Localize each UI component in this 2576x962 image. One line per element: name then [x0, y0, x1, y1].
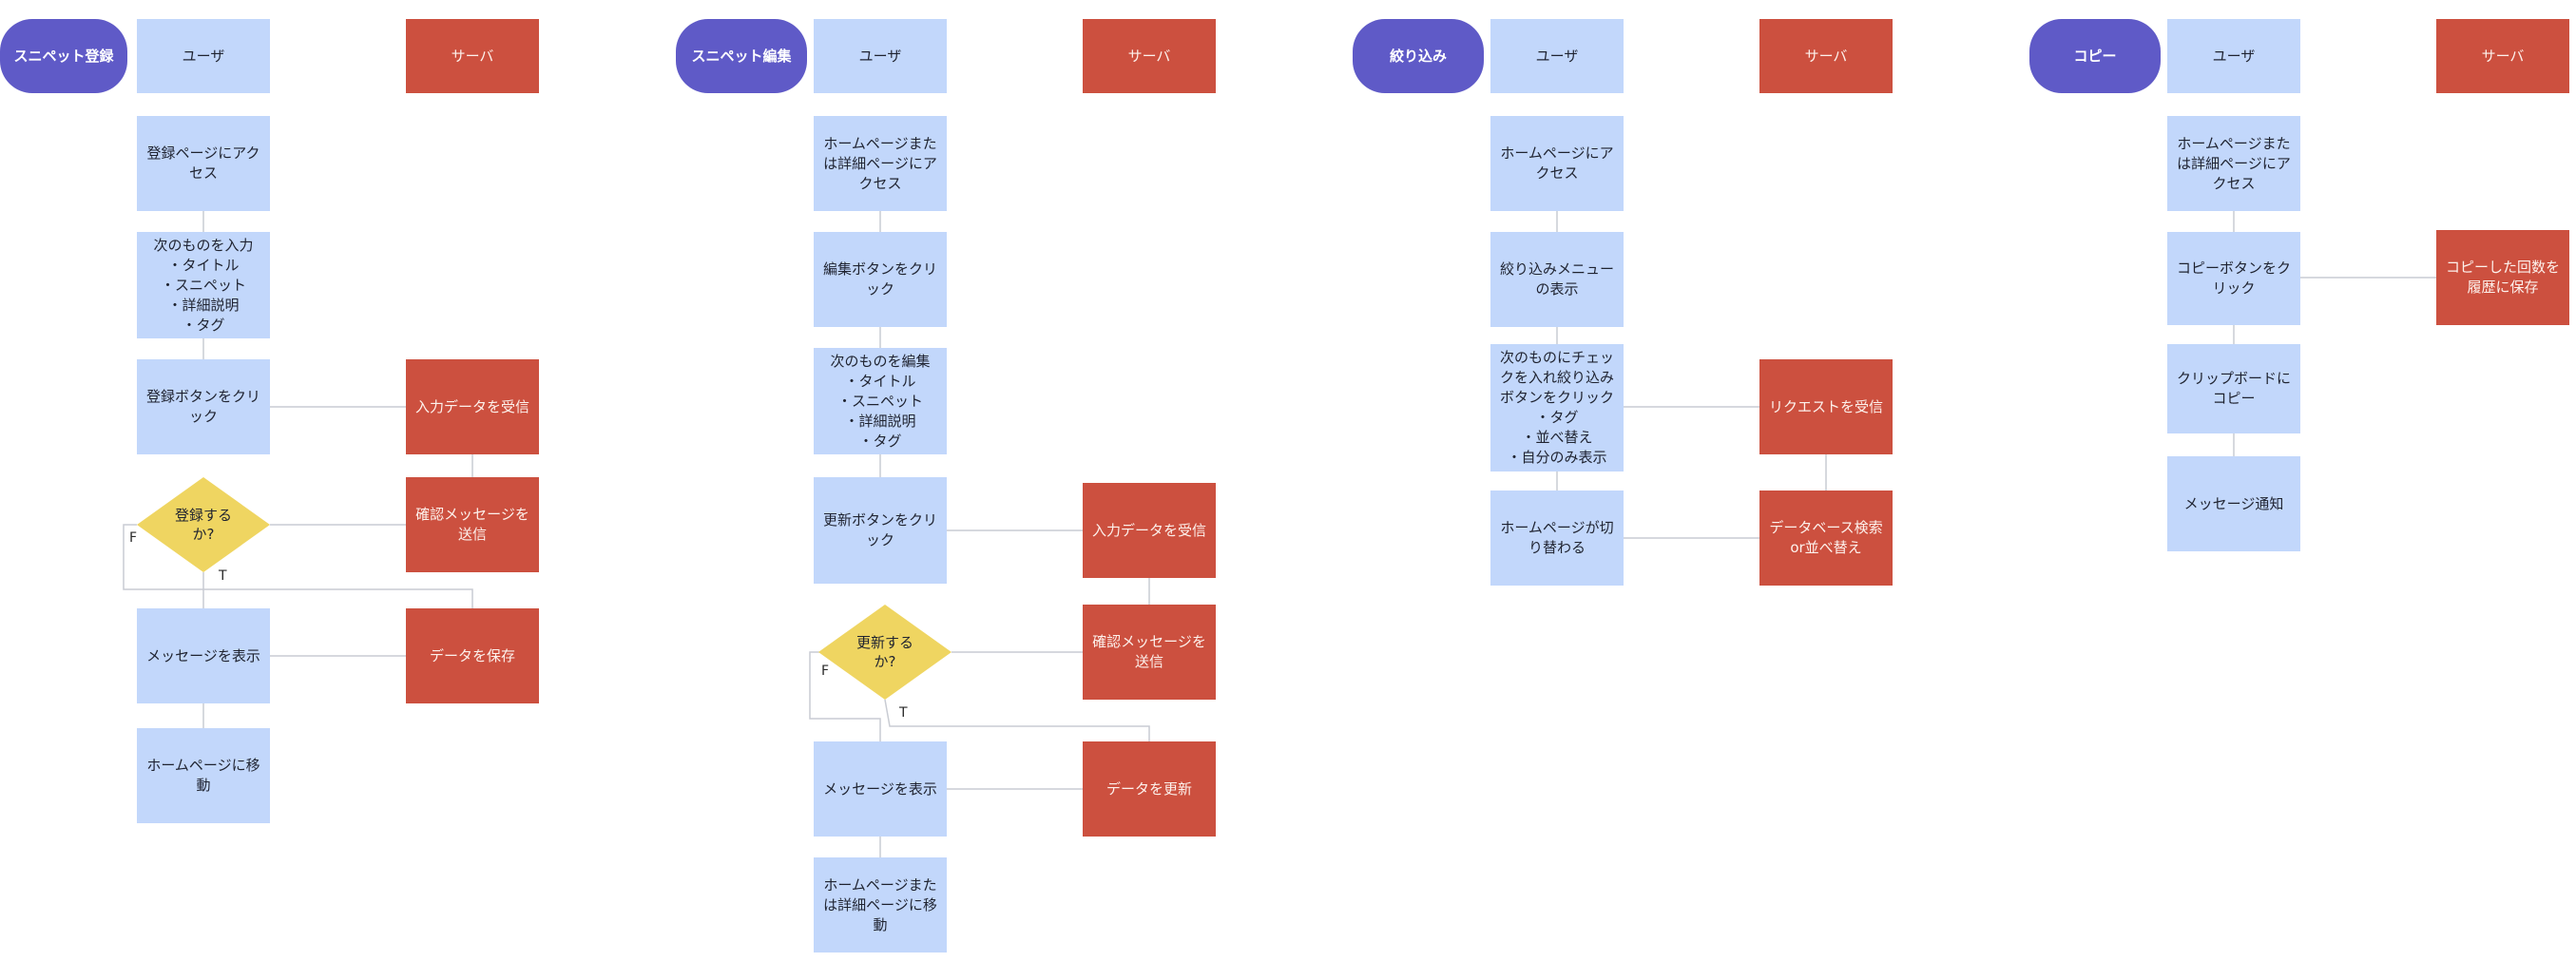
step-access-register-page: 登録ページにアク セス	[137, 116, 270, 211]
step-access-page: ホームページまた は詳細ページにア クセス	[2167, 116, 2300, 211]
lane-header-user: ユーザ	[814, 19, 947, 93]
step-db-search: データベース検索 or並べ替え	[1759, 491, 1893, 586]
step-send-confirm: 確認メッセージを 送信	[406, 477, 539, 572]
lane-header-user: ユーザ	[2167, 19, 2300, 93]
lane-header-user: ユーザ	[1490, 19, 1624, 93]
lane-header-user: ユーザ	[137, 19, 270, 93]
lane-header-server: サーバ	[1083, 19, 1216, 93]
step-receive-input: 入力データを受信	[1083, 483, 1216, 578]
step-click-edit: 編集ボタンをクリ ック	[814, 232, 947, 327]
connector	[123, 524, 204, 608]
step-copy-clipboard: クリップボードに コピー	[2167, 344, 2300, 433]
step-show-message: メッセージを表示	[814, 741, 947, 837]
false-label: F	[129, 530, 138, 546]
lane-header-server: サーバ	[2436, 19, 2569, 93]
step-access-home: ホームページにア クセス	[1490, 116, 1624, 211]
step-access-page: ホームページまた は詳細ページにア クセス	[814, 116, 947, 211]
true-label: T	[899, 705, 908, 721]
step-move-home: ホームページに移 動	[137, 728, 270, 823]
connector	[202, 572, 473, 608]
step-input-fields: 次のものを入力 ・タイトル ・スニペット ・詳細説明 ・タグ	[137, 232, 270, 338]
step-edit-fields: 次のものを編集 ・タイトル ・スニペット ・詳細説明 ・タグ	[814, 348, 947, 454]
step-notify-message: メッセージ通知	[2167, 456, 2300, 551]
lane-header-server: サーバ	[1759, 19, 1893, 93]
decision-diamond	[818, 605, 952, 700]
flow-title-edit: スニペット編集	[676, 19, 807, 93]
flow-title-filter: 絞り込み	[1353, 19, 1484, 93]
step-save-data: データを保存	[406, 608, 539, 703]
flow-title-register: スニペット登録	[0, 19, 127, 93]
false-label: F	[821, 664, 830, 679]
step-click-copy: コピーボタンをク リック	[2167, 232, 2300, 325]
step-home-switch: ホームページが切 り替わる	[1490, 491, 1624, 586]
step-show-message: メッセージを表示	[137, 608, 270, 703]
step-move-page: ホームページまた は詳細ページに移 動	[814, 857, 947, 952]
decision-update: 更新する か?	[818, 605, 952, 700]
flow-title-copy: コピー	[2029, 19, 2161, 93]
connector	[809, 651, 881, 741]
step-save-copy-history: コピーした回数を 履歴に保存	[2436, 230, 2569, 325]
step-send-confirm: 確認メッセージを 送信	[1083, 605, 1216, 700]
decision-label: 登録する か?	[174, 507, 232, 543]
true-label: T	[219, 568, 227, 584]
step-check-and-filter: 次のものにチェッ クを入れ絞り込み ボタンをクリック ・タグ ・並べ替え ・自分…	[1490, 344, 1624, 471]
step-update-data: データを更新	[1083, 741, 1216, 837]
decision-register: 登録する か?	[137, 477, 270, 572]
step-receive-input: 入力データを受信	[406, 359, 539, 454]
step-show-filter-menu: 絞り込みメニュー の表示	[1490, 232, 1624, 327]
decision-label: 更新する か?	[855, 634, 913, 670]
step-click-update: 更新ボタンをクリ ック	[814, 477, 947, 584]
decision-diamond	[137, 477, 270, 572]
step-receive-request: リクエストを受信	[1759, 359, 1893, 454]
step-click-register: 登録ボタンをクリ ック	[137, 359, 270, 454]
lane-header-server: サーバ	[406, 19, 539, 93]
connector	[884, 699, 1150, 741]
